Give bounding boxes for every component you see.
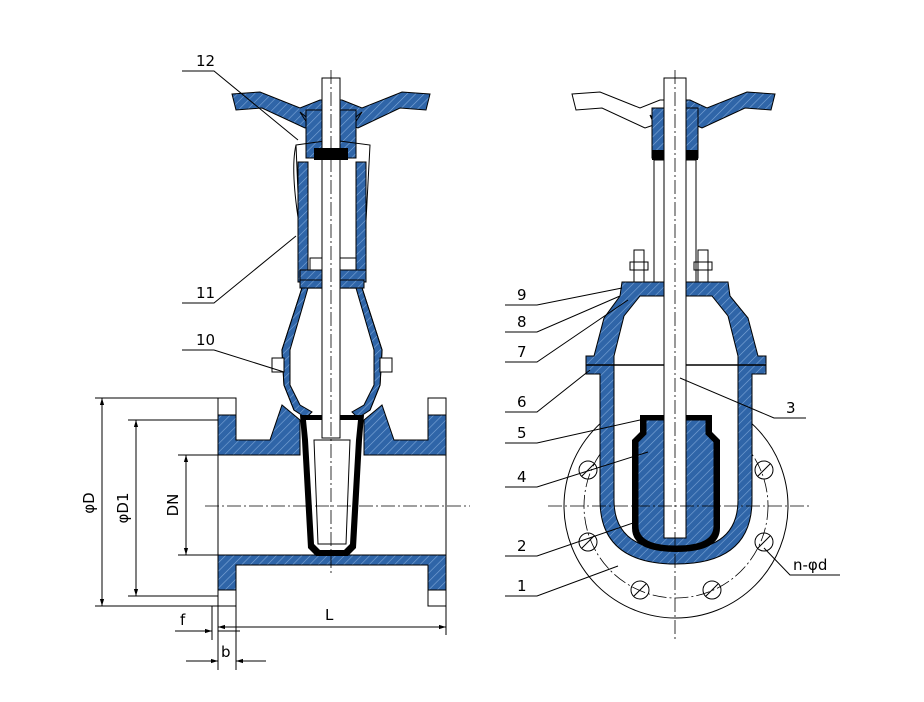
dim-DN: DN bbox=[164, 494, 182, 517]
callout-leaders bbox=[182, 70, 840, 597]
callout-7: 7 bbox=[517, 343, 527, 361]
callout-12: 12 bbox=[196, 52, 215, 70]
callout-2: 2 bbox=[517, 537, 527, 555]
dim-b: b bbox=[221, 643, 231, 661]
front-section-view bbox=[205, 70, 470, 607]
dim-phi-D1: φD1 bbox=[114, 493, 132, 524]
callout-4: 4 bbox=[517, 468, 527, 486]
dim-phi-D: φD bbox=[80, 492, 98, 513]
dim-L: L bbox=[325, 606, 334, 624]
callout-9: 9 bbox=[517, 286, 527, 304]
callout-3: 3 bbox=[786, 399, 796, 417]
dim-bolt-holes: n-φd bbox=[793, 556, 827, 574]
callout-numbers: 12 11 10 9 8 7 6 5 4 2 1 3 bbox=[196, 52, 796, 595]
side-view bbox=[548, 70, 810, 640]
gate-wedge-left bbox=[300, 415, 364, 556]
dim-f: f bbox=[180, 611, 186, 629]
callout-11: 11 bbox=[196, 284, 215, 302]
callout-10: 10 bbox=[196, 331, 215, 349]
dimension-lines bbox=[95, 397, 447, 670]
valve-body-left bbox=[217, 397, 447, 607]
callout-5: 5 bbox=[517, 424, 527, 442]
callout-1: 1 bbox=[517, 577, 527, 595]
callout-8: 8 bbox=[517, 313, 527, 331]
dimension-labels: φD φD1 DN L f b n-φd bbox=[80, 492, 827, 661]
callout-6: 6 bbox=[517, 393, 527, 411]
